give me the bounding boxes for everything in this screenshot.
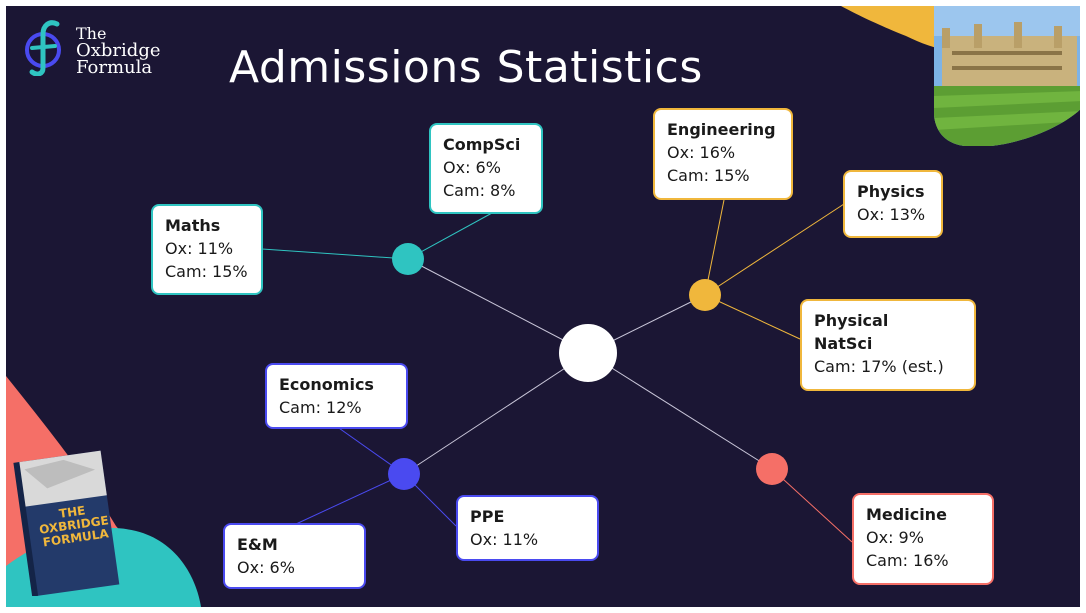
connector-physics [704, 203, 845, 296]
node-compsci-title: CompSci [443, 135, 521, 154]
node-engineering-ox: Ox: 16% [667, 143, 736, 162]
node-em: E&M Ox: 6% [223, 523, 366, 589]
node-physics-ox: Ox: 13% [857, 205, 926, 224]
node-medicine-cam: Cam: 16% [866, 551, 949, 570]
connector-physnatsci [704, 294, 801, 340]
college-building-photo [934, 6, 1080, 146]
coral-hub-node [756, 453, 788, 485]
node-em-ox: Ox: 6% [237, 558, 295, 577]
node-ppe: PPE Ox: 11% [456, 495, 599, 561]
node-maths: Maths Ox: 11% Cam: 15% [151, 204, 263, 295]
node-economics-title: Economics [279, 375, 374, 394]
yellow-hub-node [689, 279, 721, 311]
logo-line: Oxbridge [76, 40, 161, 61]
logo-line: Formula [76, 57, 153, 78]
node-medicine-title: Medicine [866, 505, 947, 524]
node-em-title: E&M [237, 535, 278, 554]
node-physics: Physics Ox: 13% [843, 170, 943, 238]
connector-center-blue [403, 352, 589, 475]
node-engineering: Engineering Ox: 16% Cam: 15% [653, 108, 793, 200]
node-ppe-title: PPE [470, 507, 505, 526]
node-maths-ox: Ox: 11% [165, 239, 234, 258]
slide-background: THE OXBRIDGE FORMULA The Oxbridge Formul… [6, 6, 1080, 607]
logo-text: The Oxbridge Formula [76, 24, 161, 78]
logo-f-icon [25, 20, 61, 76]
node-maths-title: Maths [165, 216, 221, 235]
blue-hub-node [388, 458, 420, 490]
node-compsci: CompSci Ox: 6% Cam: 8% [429, 123, 543, 214]
node-physics-title: Physics [857, 182, 925, 201]
connector-center-coral [587, 352, 773, 470]
teal-hub-node [392, 243, 424, 275]
node-physnatsci-title-1: Physical [814, 311, 889, 330]
node-physnatsci-title-2: NatSci [814, 334, 873, 353]
node-engineering-title: Engineering [667, 120, 776, 139]
center-node [559, 324, 617, 382]
connector-maths [261, 248, 409, 260]
node-ppe-ox: Ox: 11% [470, 530, 539, 549]
connector-engineering [704, 199, 725, 296]
book-cover-image [13, 450, 120, 596]
logo-line: The [76, 24, 107, 43]
node-engineering-cam: Cam: 15% [667, 166, 750, 185]
node-maths-cam: Cam: 15% [165, 262, 248, 281]
node-economics-cam: Cam: 12% [279, 398, 362, 417]
node-physical-natsci: Physical NatSci Cam: 17% (est.) [800, 299, 976, 391]
node-economics: Economics Cam: 12% [265, 363, 408, 429]
node-compsci-cam: Cam: 8% [443, 181, 516, 200]
node-compsci-ox: Ox: 6% [443, 158, 501, 177]
node-physnatsci-cam: Cam: 17% (est.) [814, 357, 944, 376]
node-medicine: Medicine Ox: 9% Cam: 16% [852, 493, 994, 585]
node-medicine-ox: Ox: 9% [866, 528, 924, 547]
connector-center-teal [407, 258, 589, 354]
mind-map-connectors [261, 199, 853, 543]
page-title: Admissions Statistics [229, 42, 703, 93]
connector-medicine [771, 468, 853, 543]
connector-em [295, 473, 405, 525]
